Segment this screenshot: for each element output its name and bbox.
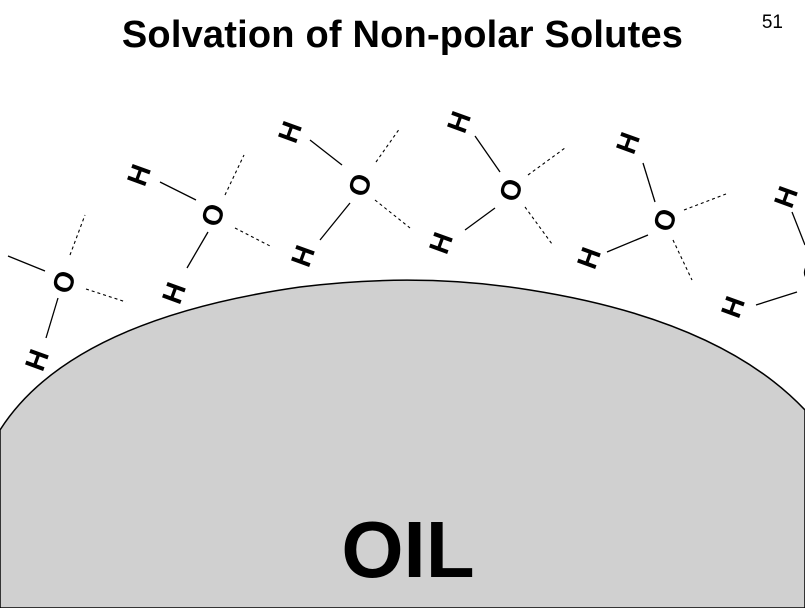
hydrogen-bond [375,127,401,163]
water-molecule: O H H [272,117,411,271]
covalent-bond [186,231,209,269]
oxygen-atom: O [493,174,530,205]
oxygen-atom: O [796,256,805,287]
oxygen-atom: O [46,266,83,297]
hydrogen-bond [224,154,245,196]
hydrogen-bond [374,199,411,229]
hydrogen-bond [683,193,727,211]
covalent-bond [464,207,496,231]
hydrogen-atom: H [19,345,55,375]
oil-droplet [0,279,805,608]
covalent-bond [791,211,805,246]
hydrogen-atom: H [285,241,321,271]
covalent-bond [7,255,46,272]
oxygen-atom: O [195,199,232,230]
hydrogen-atom: H [441,107,477,137]
hydrogen-bond [527,147,566,176]
hydrogen-bond [524,206,553,245]
hydrogen-atom: H [156,278,192,308]
hydrogen-atom: H [715,292,751,322]
hydrogen-atom: H [610,128,646,158]
water-molecule: O H H [423,107,566,258]
covalent-bond [319,202,351,241]
hydrogen-bond [69,214,86,256]
hydrogen-atom: H [272,117,308,147]
water-molecule: H H O [715,182,805,322]
covalent-bond [45,297,59,339]
oxygen-atom: O [342,169,379,200]
hydrogen-bond [672,239,693,281]
hydrogen-bond [234,227,273,248]
page-number: 51 [761,12,783,33]
oil-label: OIL [341,505,474,594]
water-molecule: O H H [571,128,727,281]
covalent-bond [755,291,798,306]
slide-title: Solvation of Non-polar Solutes [121,14,684,56]
hydrogen-bond [85,288,127,303]
covalent-bond [159,181,197,201]
hydrogen-atom: H [121,160,157,190]
covalent-bond [606,234,649,253]
covalent-bond [642,162,656,203]
hydrogen-atom: H [423,228,459,258]
covalent-bond [474,135,501,173]
hydrogen-atom: H [571,243,607,273]
covalent-bond [309,139,343,166]
oxygen-atom: O [647,204,684,235]
water-molecule: O H H [121,154,273,308]
hydrogen-atom: H [768,182,804,212]
